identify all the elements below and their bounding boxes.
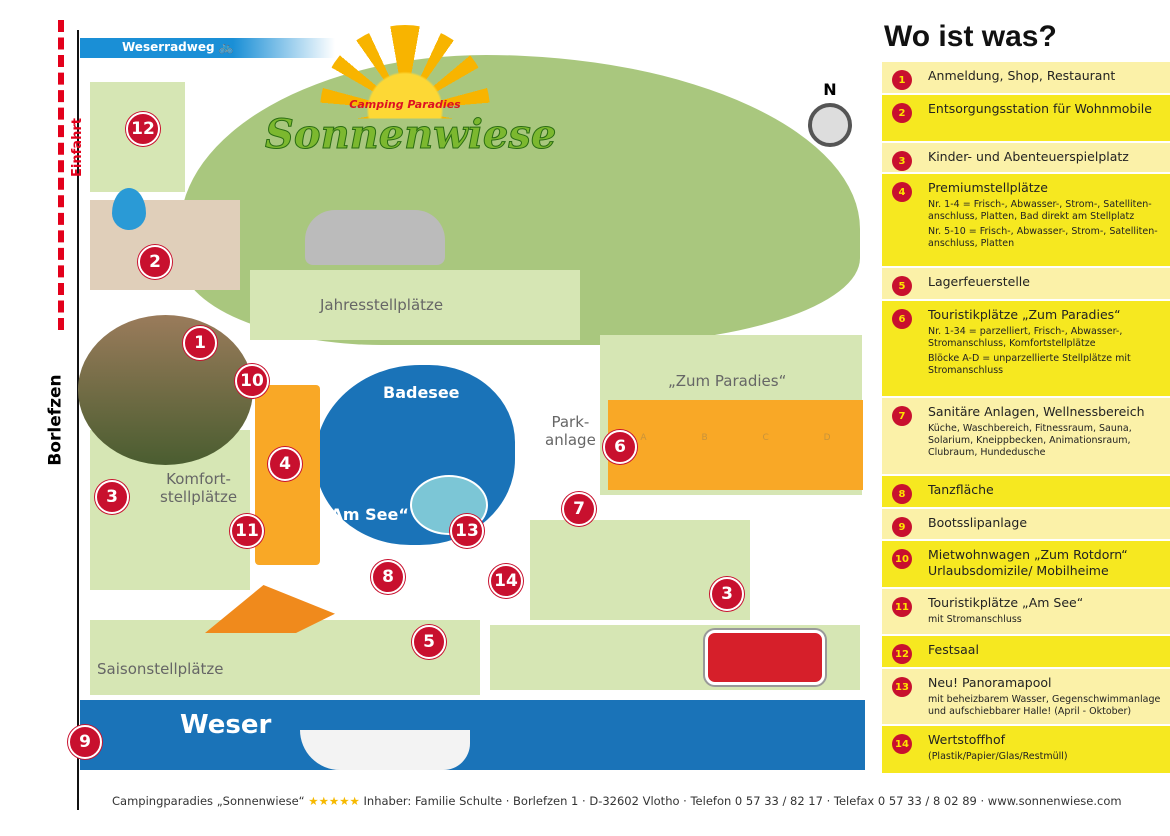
entry-arrow	[58, 20, 64, 330]
water-drop-icon	[112, 188, 146, 230]
legend-number: 6	[892, 309, 912, 329]
legend-number: 5	[892, 276, 912, 296]
footer: Campingparadies „Sonnenwiese“ ★★★★★ Inha…	[112, 794, 1122, 808]
label-paradies: „Zum Paradies“	[668, 372, 787, 390]
logo: Camping Paradies Sonnenwiese	[265, 25, 557, 180]
marker-12[interactable]: 12	[126, 112, 160, 146]
river	[80, 700, 865, 770]
marker-5[interactable]: 5	[412, 625, 446, 659]
marker-7[interactable]: 7	[562, 492, 596, 526]
panorama-pool	[410, 475, 488, 535]
legend-number: 8	[892, 484, 912, 504]
legend-number: 1	[892, 70, 912, 90]
label-komfort: Komfort- stellplätze	[160, 470, 238, 506]
marker-6[interactable]: 6	[603, 430, 637, 464]
marker-4[interactable]: 4	[268, 447, 302, 481]
camper-van	[705, 630, 825, 685]
legend-title: Wo ist was?	[884, 20, 1057, 53]
legend-number: 3	[892, 151, 912, 171]
marker-11[interactable]: 11	[230, 514, 264, 548]
legend-number: 12	[892, 644, 912, 664]
legend-number: 7	[892, 406, 912, 426]
label-park: Park- anlage	[545, 413, 596, 449]
marker-9[interactable]: 9	[68, 725, 102, 759]
caravan	[305, 210, 445, 265]
entry-label: Einfahrt	[69, 118, 85, 177]
marker-1[interactable]: 1	[183, 326, 217, 360]
road-line	[77, 30, 79, 810]
legend-number: 14	[892, 734, 912, 754]
legend-number: 2	[892, 103, 912, 123]
marker-13[interactable]: 13	[450, 514, 484, 548]
reception-photo	[78, 315, 253, 465]
legend-number: 10	[892, 549, 912, 569]
boat	[300, 730, 470, 770]
legend-number: 9	[892, 517, 912, 537]
marker-14[interactable]: 14	[489, 564, 523, 598]
legend-number: 4	[892, 182, 912, 202]
marker-2[interactable]: 2	[138, 245, 172, 279]
area-jahres	[250, 270, 580, 340]
bike-route-banner: Weserradweg 🚲	[80, 38, 335, 58]
legend-number: 13	[892, 677, 912, 697]
marker-3[interactable]: 3	[95, 480, 129, 514]
rating-stars: ★★★★★	[308, 794, 360, 808]
label-jahres: Jahresstellplätze	[320, 296, 444, 314]
marker-8[interactable]: 8	[371, 560, 405, 594]
compass-icon: N	[795, 80, 865, 180]
road-label: Borlefzen	[45, 374, 66, 466]
bicycle-icon: 🚲	[218, 40, 234, 54]
marker-3b[interactable]: 3	[710, 577, 744, 611]
legend-number: 11	[892, 597, 912, 617]
marker-10[interactable]: 10	[235, 364, 269, 398]
label-saison: Saisonstellplätze	[97, 660, 224, 678]
